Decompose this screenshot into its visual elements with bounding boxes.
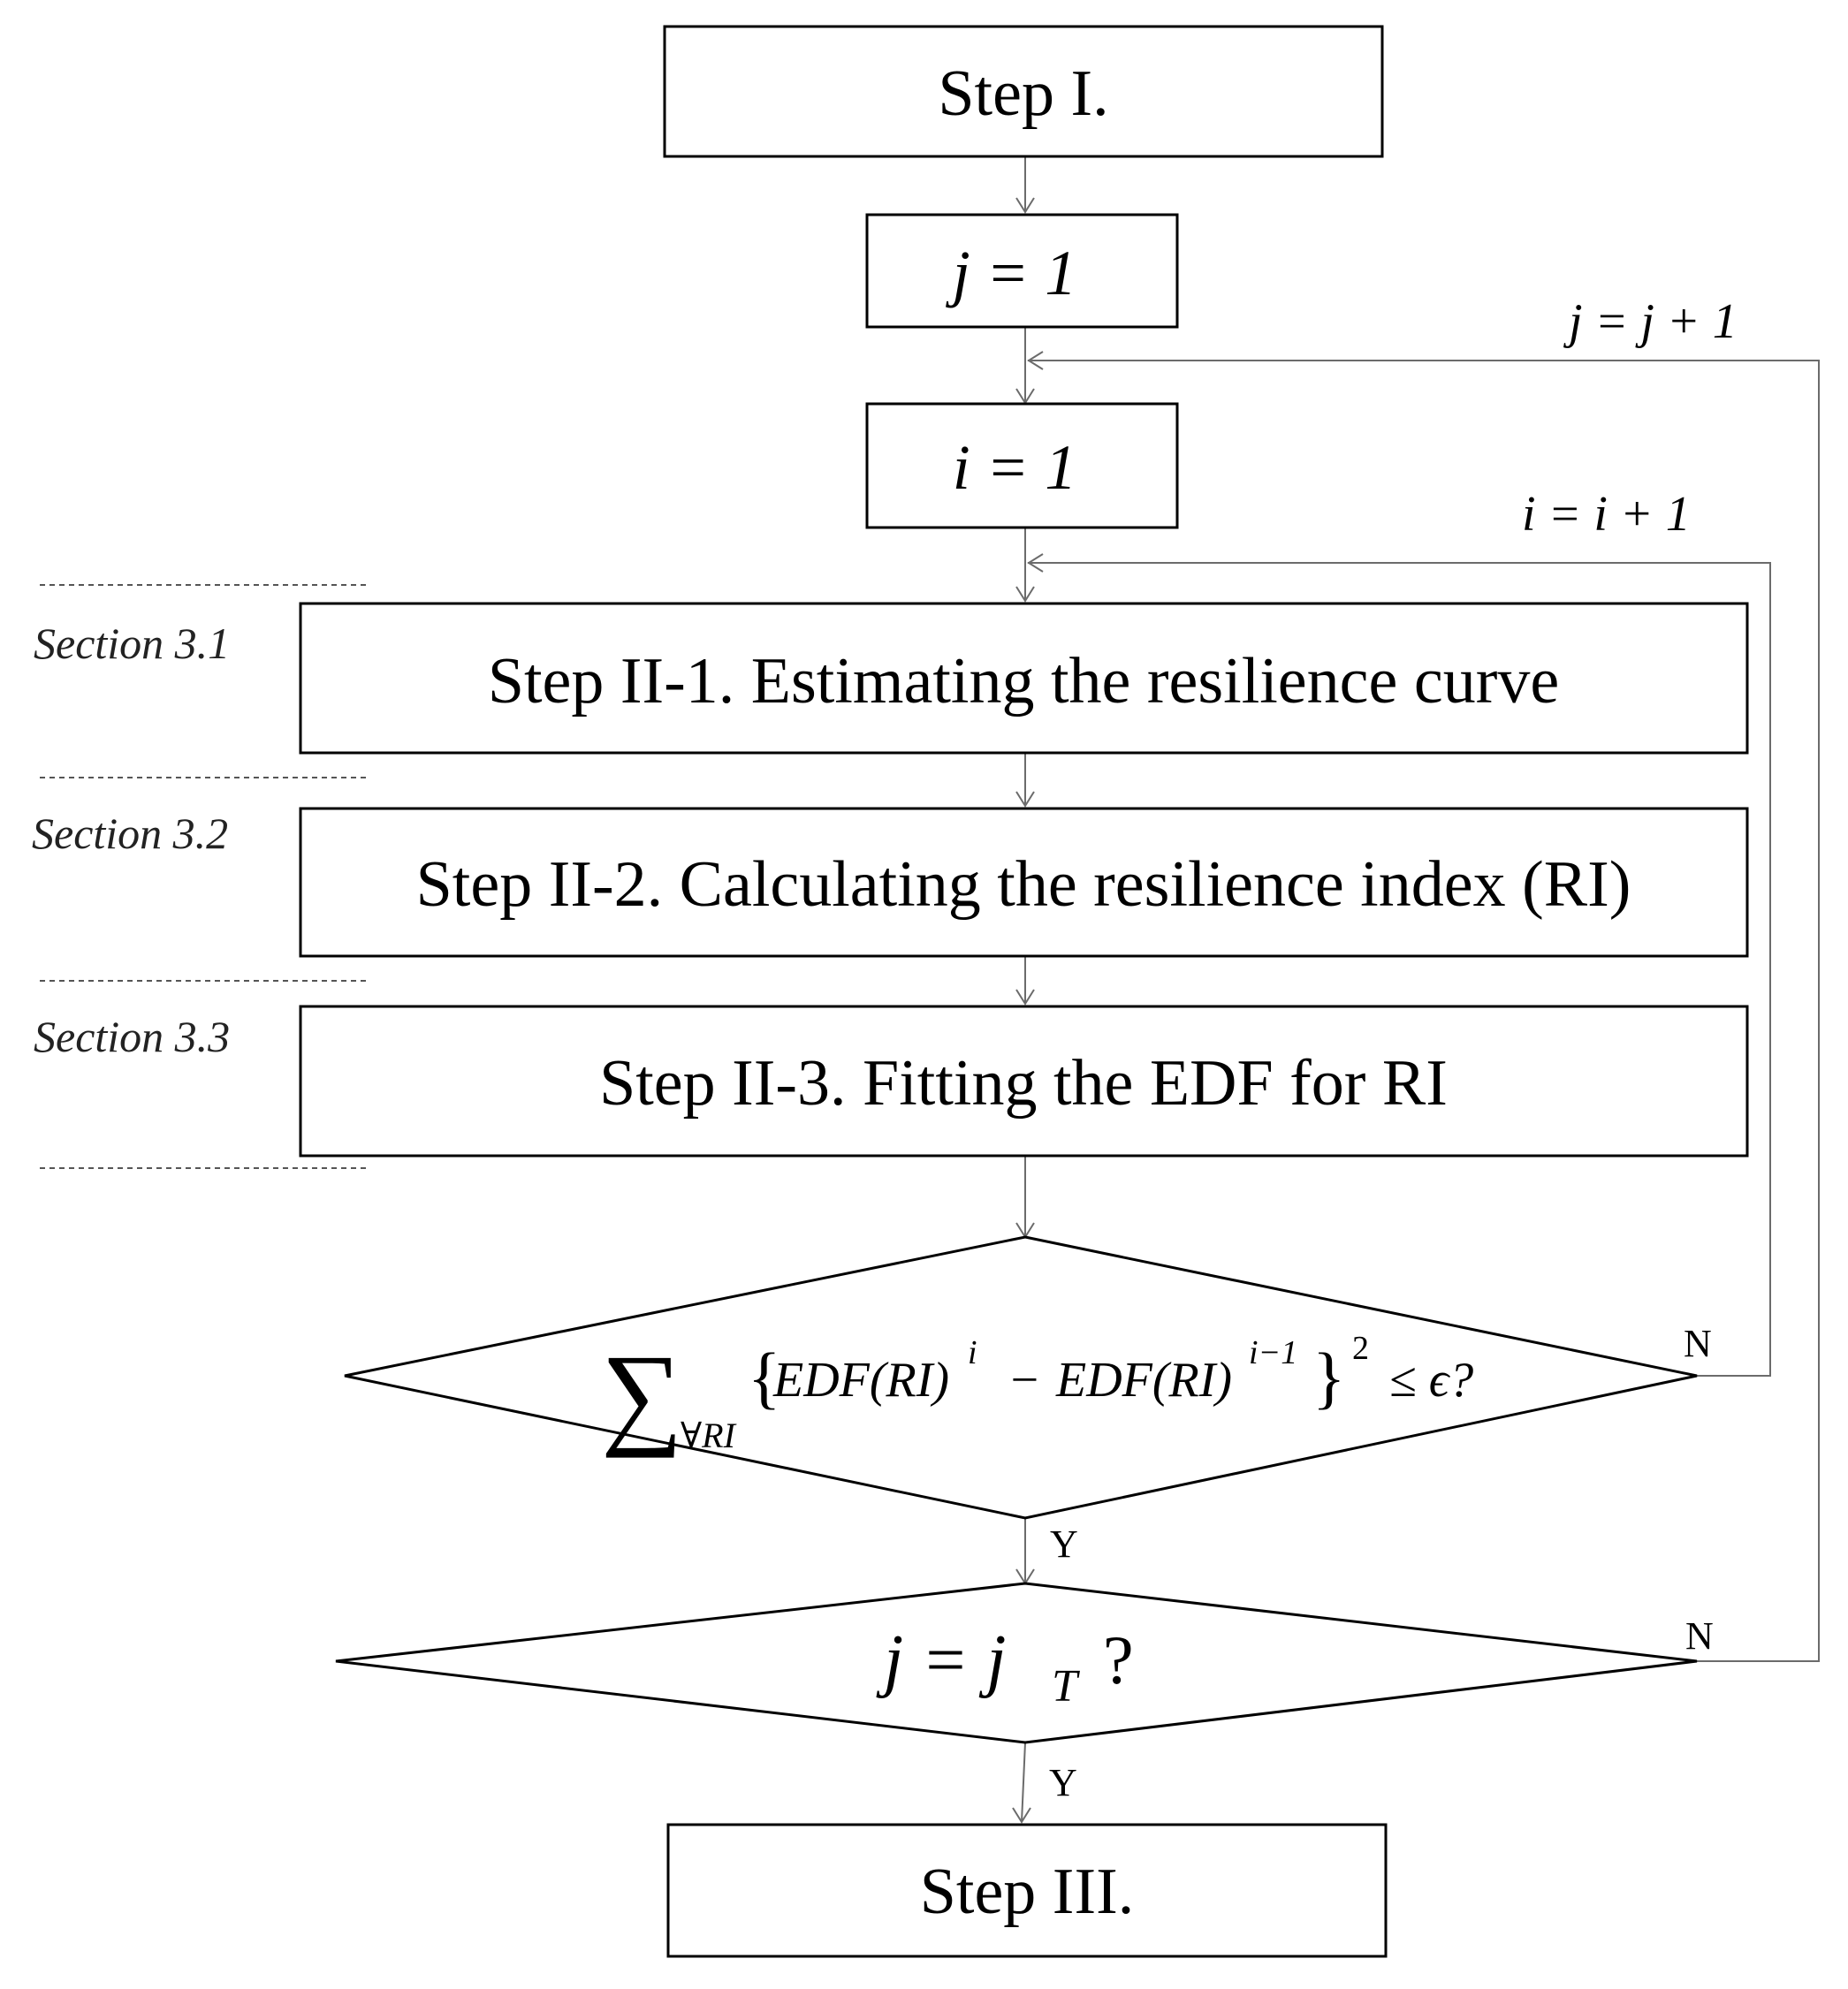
connector-decision2-yes [1021,1742,1026,1823]
decision-2-subscript: T [1052,1661,1080,1712]
decision-2-yes-label: Y [1049,1761,1077,1804]
minus-sign: − [1008,1353,1041,1408]
section-label-3-1: Section 3.1 [34,619,230,668]
i-increment-label: i = i + 1 [1522,487,1691,542]
decision-2-no-label: N [1685,1614,1714,1658]
step-3-box [666,1823,1388,1958]
edf-term-1: EDF(RI) [772,1353,949,1408]
decision-convergence-diamond [344,1235,1698,1520]
step-2-3-label: Step II-3. Fitting the EDF for RI [599,1047,1448,1120]
section-label-3-3: Section 3.3 [34,1012,230,1061]
edf-term-1-exponent: i [968,1334,977,1371]
decision-1-no-label: N [1684,1322,1712,1365]
arrowhead-icon [1012,1807,1031,1824]
edf-term-2-exponent: i−1 [1249,1334,1297,1371]
j-init-label: j = 1 [946,238,1077,308]
step-2-1-box [299,602,1749,755]
decision-j-final-diamond [335,1582,1698,1744]
step-1-label: Step I. [938,57,1108,130]
open-brace: { [748,1339,780,1416]
step-2-3-box [299,1005,1749,1158]
step-1-box [663,25,1384,158]
decision-2-tail: ? [1103,1621,1134,1698]
step-2-2-label: Step II-2. Calculating the resilience in… [416,848,1631,921]
close-brace: } [1312,1339,1345,1416]
i-init-box [865,402,1179,529]
condition-tail: ≤ ϵ? [1389,1353,1473,1408]
step-3-label: Step III. [920,1856,1135,1928]
i-init-label: i = 1 [953,432,1077,503]
summation-symbol: ∑ [601,1332,683,1459]
arrowhead-icon [1015,197,1035,214]
step-2-2-box [299,807,1749,958]
arrowhead-icon [1015,791,1035,808]
loop-j-connector [1028,360,1820,1662]
decision-2-lhs: j = j [876,1621,1006,1699]
arrowhead-icon [1015,586,1035,603]
loop-i-connector [1028,562,1771,1377]
summation-subscript: ∀RI [681,1416,737,1455]
decision-1-yes-label: Y [1050,1522,1078,1566]
j-increment-label: j = j + 1 [1563,294,1738,349]
square-exponent: 2 [1352,1330,1369,1367]
arrowhead-icon [1027,351,1044,370]
arrowhead-icon [1015,989,1035,1006]
arrowhead-icon [1027,553,1044,573]
step-2-1-label: Step II-1. Estimating the resilience cur… [488,645,1559,717]
edf-term-2: EDF(RI) [1055,1353,1232,1408]
j-init-box [865,213,1179,329]
section-label-3-2: Section 3.2 [32,809,228,858]
